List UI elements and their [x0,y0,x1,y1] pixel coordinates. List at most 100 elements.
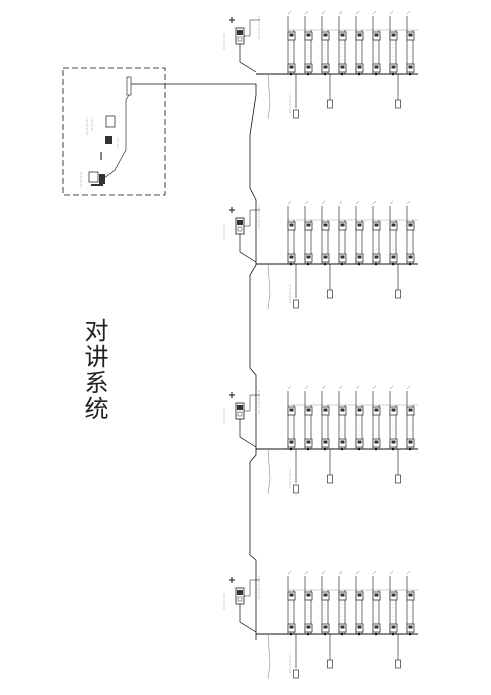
indoor-monitor-icon [321,591,330,601]
indoor-monitor-icon [287,591,296,601]
door-station-lead [244,209,260,227]
terminal-resistor-icon [293,264,299,309]
indoor-monitor-icon [321,221,330,231]
bus-junction [289,262,293,266]
floor-tag [287,10,292,15]
door-station-icon [235,27,245,45]
unit-sections [223,10,418,680]
indoor-monitor-icon [287,406,296,416]
indoor-monitor-icon [389,623,398,633]
bus-junction [408,632,412,636]
indoor-monitor-icon [406,623,415,633]
indoor-monitor-icon [338,438,347,448]
indoor-monitor-icon [406,63,415,73]
indoor-monitor-icon [372,623,381,633]
riser-column [372,570,381,636]
indoor-monitor-icon [389,63,398,73]
floor-tag [287,200,292,205]
riser-column [389,10,398,76]
floor-tag [287,385,292,390]
riser-column [287,10,296,76]
indoor-monitor-icon [287,253,296,263]
indoor-monitor-icon [372,221,381,231]
branch-lead [267,633,271,680]
door-station-cable [239,604,257,633]
riser-column [338,570,347,636]
bus-junction [374,447,378,451]
riser-column [355,200,364,266]
indoor-monitor-icon [321,438,330,448]
indoor-monitor-icon [304,31,313,41]
riser-column [338,385,347,451]
floor-tag [304,10,309,15]
indoor-monitor-icon [355,438,364,448]
indoor-monitor-icon [304,591,313,601]
unit-section [223,570,418,680]
riser-column [389,200,398,266]
floor-tag [338,570,343,575]
riser-column [321,570,330,636]
terminal-resistor-icon [327,74,333,109]
terminal-resistor-icon [327,264,333,299]
indoor-monitor-icon [372,591,381,601]
door-station-icon [235,217,245,235]
indoor-monitor-icon [304,406,313,416]
door-station-lead [244,394,260,412]
floor-tag [372,570,377,575]
floor-tag [321,10,326,15]
computer-icon [88,171,105,186]
bus-junction [340,447,344,451]
indoor-monitor-icon [338,221,347,231]
floor-tag [287,570,292,575]
bus-junction [306,72,310,76]
floor-tag [389,570,394,575]
riser-column [372,385,381,451]
floor-tag [338,10,343,15]
floor-tag [372,200,377,205]
bus-junction [289,72,293,76]
bus-junction [357,262,361,266]
floor-tag [338,200,343,205]
bus-junction [340,72,344,76]
riser-column [389,385,398,451]
indoor-monitor-icon [355,221,364,231]
floor-tag [389,10,394,15]
door-station-lead [244,579,260,597]
terminal-resistor-icon [293,634,299,679]
floor-tag [372,385,377,390]
terminal-resistor-icon [395,74,401,109]
indoor-monitor-icon [406,221,415,231]
floor-tag [389,385,394,390]
floor-tag [355,200,360,205]
indoor-monitor-icon [287,63,296,73]
bus-junction [340,632,344,636]
bus-junction [391,632,395,636]
unit-section [223,10,418,120]
terminal-resistor-icon [327,449,333,484]
bus-junction [306,262,310,266]
indoor-monitor-icon [304,221,313,231]
indoor-monitor-icon [406,253,415,263]
terminal-resistor-icon [327,634,333,669]
bus-junction [289,632,293,636]
indoor-monitor-icon [406,406,415,416]
bus-junction [357,447,361,451]
floor-tag [304,200,309,205]
indoor-monitor-icon [338,623,347,633]
riser-column [406,10,415,76]
indoor-monitor-icon [372,253,381,263]
door-station-cable [239,44,257,73]
indoor-monitor-icon [287,221,296,231]
door-station-icon [235,402,245,420]
bus-junction [340,262,344,266]
indoor-monitor-icon [389,31,398,41]
indoor-monitor-icon [287,623,296,633]
terminal-resistor-icon [395,634,401,669]
indoor-monitor-icon [321,31,330,41]
power-supply-icon [229,392,235,398]
bus-junction [323,72,327,76]
indoor-monitor-icon [406,438,415,448]
floor-tag [355,385,360,390]
floor-tag [355,570,360,575]
diagram-title: 对讲系统 [80,318,108,422]
